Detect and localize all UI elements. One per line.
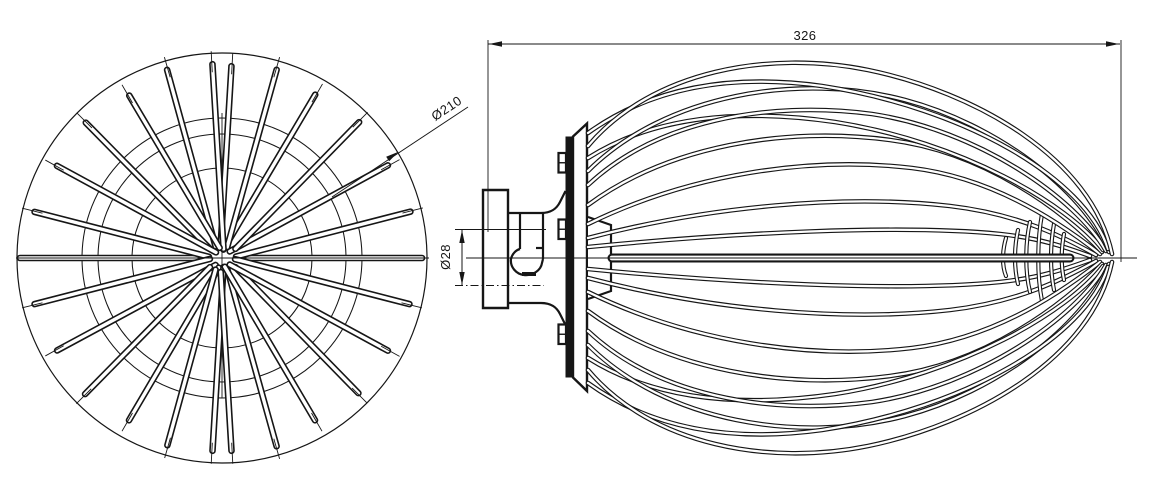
spoke-tip-tick <box>380 345 400 357</box>
spoke-tip-tick <box>45 159 64 171</box>
spoke-wire-core <box>223 265 317 422</box>
spoke-wire-core <box>165 267 218 447</box>
balloon-wire-core <box>586 200 1098 257</box>
spoke-wire-core <box>83 265 212 396</box>
balloon-wire-core <box>586 108 1108 253</box>
spoke-wire-core <box>221 93 317 252</box>
spoke-tip-tick <box>121 412 133 432</box>
balloon-wire-core <box>586 260 1114 455</box>
dim-arrowhead <box>1106 41 1119 47</box>
dim-bore-28: Ø28 <box>438 229 546 286</box>
leader-line <box>331 106 469 198</box>
spoke-wire-core <box>55 263 218 353</box>
spoke-tip-tick <box>121 84 133 104</box>
whisk-cap <box>571 120 589 394</box>
balloon-wire-core <box>586 134 1104 254</box>
spoke-wire-core <box>127 93 222 250</box>
spoke-tip-tick <box>380 159 400 171</box>
balloon-wire-core <box>586 263 1108 408</box>
spoke-tip-tick <box>22 302 43 309</box>
spoke-tip-tick <box>22 207 43 214</box>
spoke-tip-tick <box>311 412 323 432</box>
spoke-wire-core <box>219 270 234 453</box>
balloon-wire-core <box>586 262 1104 382</box>
spoke-tip-tick <box>163 56 171 78</box>
spoke-wire-core <box>233 265 361 395</box>
length-326-label: 326 <box>794 28 817 43</box>
dim-arrowhead <box>459 230 465 243</box>
side-view <box>466 60 1137 456</box>
front-view <box>16 51 429 464</box>
spoke-tip-tick <box>401 302 422 309</box>
funnel-top-edge <box>508 190 567 215</box>
spoke-wire-core <box>225 266 279 448</box>
spoke-tip-tick <box>351 387 368 404</box>
balloon-wire-core <box>586 163 1102 256</box>
spoke-wire-core <box>210 62 226 251</box>
spoke-wire-core <box>228 262 390 353</box>
balloon-wire-core <box>586 264 1105 402</box>
balloon-wire-core <box>586 61 1114 256</box>
spoke-tip-tick <box>76 112 93 129</box>
dim-overall-length: 326 <box>487 28 1122 262</box>
balloon-wire-core <box>586 80 1110 251</box>
balloon-wire-core <box>586 114 1105 252</box>
spoke-tip-tick <box>164 437 171 459</box>
leader-arrowhead <box>386 151 399 162</box>
spoke-tip-tick <box>45 345 64 357</box>
balloon-wire-core <box>586 265 1110 436</box>
spoke-tip-tick <box>76 388 92 404</box>
shaft-block <box>481 188 510 310</box>
dim-arrowhead <box>459 272 465 285</box>
spoke-tip-tick <box>311 83 323 103</box>
spoke-tip-tick <box>210 51 213 73</box>
spoke-tip-tick <box>210 442 213 464</box>
spoke-tip-tick <box>352 112 368 128</box>
spoke-wire-core <box>32 210 211 259</box>
spoke-wire-core <box>32 257 212 306</box>
mounting-plate <box>565 136 573 378</box>
spoke-wire-core <box>84 120 212 251</box>
spoke-wire-core <box>228 163 390 254</box>
balloon-wire-core <box>586 259 1098 316</box>
spoke-wire-core <box>233 257 412 306</box>
spoke-wire-core <box>234 209 413 259</box>
spoke-wire-core <box>165 68 218 249</box>
spoke-tip-tick <box>231 442 234 464</box>
spoke-wire-core <box>55 164 218 255</box>
balloon-wire-core <box>586 260 1102 353</box>
spoke-wire-core <box>225 68 279 249</box>
spoke-tip-tick <box>273 438 281 460</box>
spoke-wire-core <box>127 265 221 422</box>
spoke-tip-tick <box>273 56 281 78</box>
spoke-tip-tick <box>402 207 423 214</box>
diameter-28-label: Ø28 <box>438 244 453 270</box>
dim-arrowhead <box>489 41 502 47</box>
bayonet-hook <box>509 247 545 277</box>
spoke-wire-core <box>233 120 361 251</box>
spoke-tip-tick <box>231 53 234 75</box>
funnel-bottom-edge <box>508 301 567 326</box>
